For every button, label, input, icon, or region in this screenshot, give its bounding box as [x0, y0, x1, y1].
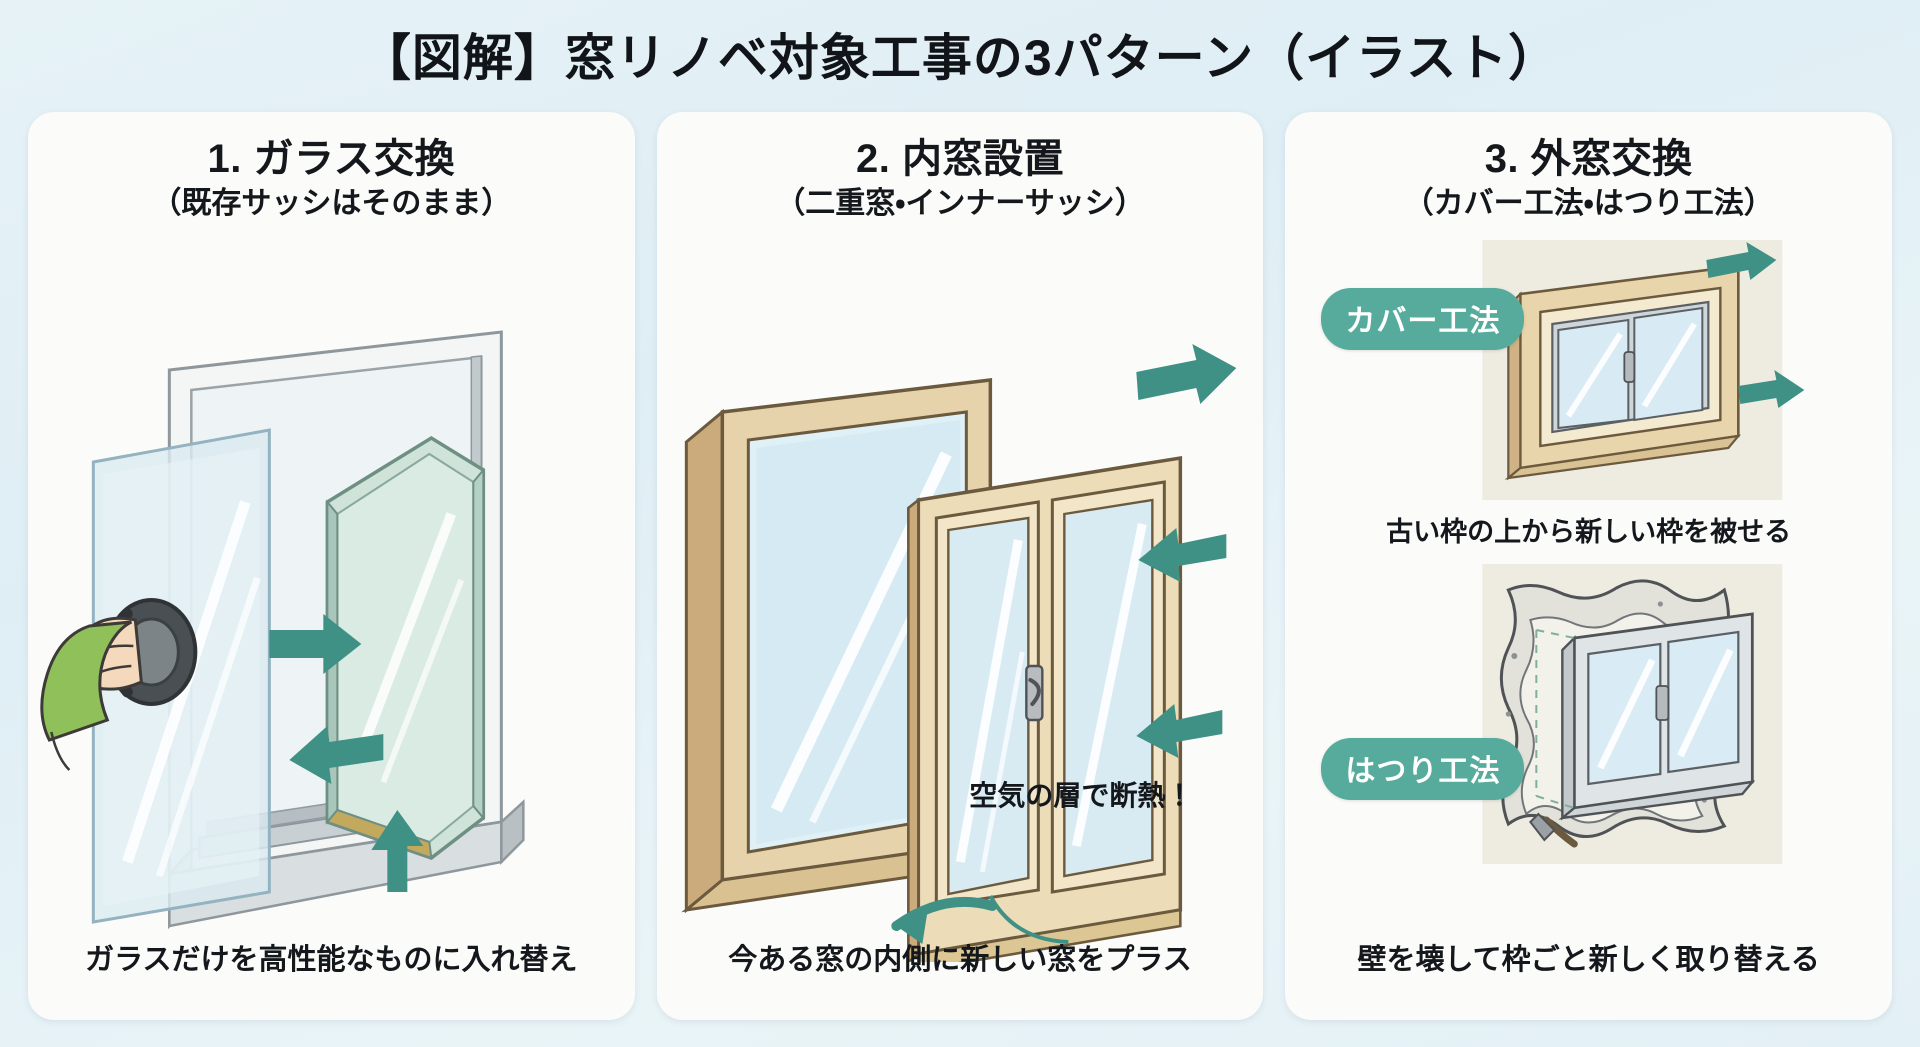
- callout-leader-line: [988, 895, 1069, 944]
- arrow-cover-install-top: [1706, 242, 1777, 280]
- card-outer-window-replacement: 3. 外窓交換 （カバー工法・はつり工法）: [1285, 112, 1893, 1020]
- new-cover-frame: [1539, 286, 1722, 448]
- chisel-tool: [1529, 812, 1579, 848]
- method-cover-illustration-block: [1285, 240, 1892, 500]
- illustration-glass-replacement: [28, 262, 635, 962]
- card-1-caption: ガラスだけを高性能なものに入れ替え: [85, 944, 578, 976]
- card-inner-window: 2. 内窓設置 （二重窓・インナーサッシ）: [656, 112, 1264, 1020]
- card-2-header: 2. 内窓設置 （二重窓・インナーサッシ）: [657, 138, 1264, 220]
- removal-guide-lines: [1535, 629, 1575, 809]
- card-2-callout: 空気の層で断熱！: [969, 780, 1194, 811]
- arrow-cover-install-right: [1738, 370, 1805, 408]
- badge-cover-method[interactable]: カバー工法: [1321, 288, 1525, 350]
- card-2-title: 2. 内窓設置: [856, 137, 1064, 181]
- card-1-header: 1. ガラス交換 （既存サッシはそのまま）: [28, 138, 635, 220]
- illustration-cover-method: [1482, 240, 1805, 500]
- arrow-install-low: [1136, 704, 1223, 758]
- card-3-title: 3. 外窓交換: [1484, 137, 1693, 181]
- page-title: 【図解】窓リノベ対象工事の3パターン（イラスト）: [360, 30, 1560, 86]
- arrow-install-top: [1136, 344, 1237, 404]
- illustration-hatsuri-method: [1482, 564, 1783, 864]
- new-inner-sash: [906, 455, 1182, 962]
- method-cover-caption: 古い枠の上から新しい枠を被せる: [1386, 517, 1792, 547]
- card-3-caption-text: 壁を壊して枠ごと新しく取り替える: [1357, 944, 1820, 976]
- card-container: 1. ガラス交換 （既存サッシはそのまま）: [28, 112, 1893, 1020]
- arrow-pull-left: [289, 726, 384, 784]
- illustration-inner-window: [657, 262, 1264, 962]
- hand-with-sleeve: [40, 616, 143, 771]
- arrow-install-mid: [1138, 528, 1227, 582]
- card-2-subtitle: （二重窓・インナーサッシ）: [775, 187, 1145, 220]
- new-full-frame-window: [1558, 612, 1756, 821]
- card-2-caption: 今ある窓の内側に新しい窓をプラス: [728, 944, 1192, 976]
- window-lock-handle: [1024, 664, 1044, 722]
- card-glass-replacement: 1. ガラス交換 （既存サッシはそのまま）: [28, 112, 635, 1020]
- badge-hatsuri-method[interactable]: はつり工法: [1321, 738, 1525, 800]
- method-hatsuri-illustration-block: [1285, 564, 1892, 864]
- arrow-up-into-sash: [371, 810, 424, 892]
- card-3-caption: 壁を壊して枠ごと新しく取り替える: [1285, 936, 1892, 978]
- card-3-header: 3. 外窓交換 （カバー工法・はつり工法）: [1285, 138, 1892, 220]
- arrow-insert-right: [269, 614, 362, 674]
- card-1-subtitle: （既存サッシはそのまま）: [151, 187, 512, 220]
- arrow-air-gap-pointer: [891, 896, 998, 944]
- card-3-subtitle: （カバー工法・はつり工法）: [1403, 187, 1774, 220]
- card-1-title: 1. ガラス交換: [207, 137, 456, 181]
